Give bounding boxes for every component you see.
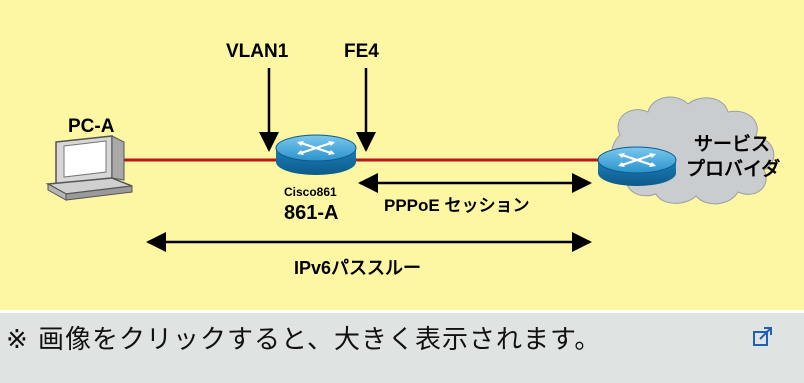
- caption-text: ※ 画像をクリックすると、大きく表示されます。: [6, 325, 602, 355]
- isp-label-line1: サービス: [694, 133, 770, 155]
- router-model-label: Cisco861: [284, 185, 337, 199]
- fe4-label: FE4: [344, 41, 379, 62]
- pc-a-label: PC-A: [68, 116, 115, 137]
- router-861a-icon: [275, 134, 357, 175]
- router-name-label: 861-A: [284, 202, 338, 224]
- diagram-svg: VLAN1 FE4 PC-A Cisco861 861-A サービス プロバイダ…: [45, 41, 780, 278]
- vlan1-label: VLAN1: [226, 41, 289, 62]
- pc-icon: [45, 135, 133, 201]
- ipv6-passthru-label: IPv6パススルー: [294, 258, 421, 278]
- isp-router-icon: [597, 146, 677, 186]
- pppoe-label: PPPoE セッション: [384, 196, 529, 215]
- external-link-icon[interactable]: [752, 326, 774, 348]
- network-diagram[interactable]: VLAN1 FE4 PC-A Cisco861 861-A サービス プロバイダ…: [0, 0, 804, 310]
- isp-label-line2: プロバイダ: [686, 157, 780, 180]
- caption-bar: ※ 画像をクリックすると、大きく表示されます。: [0, 313, 804, 383]
